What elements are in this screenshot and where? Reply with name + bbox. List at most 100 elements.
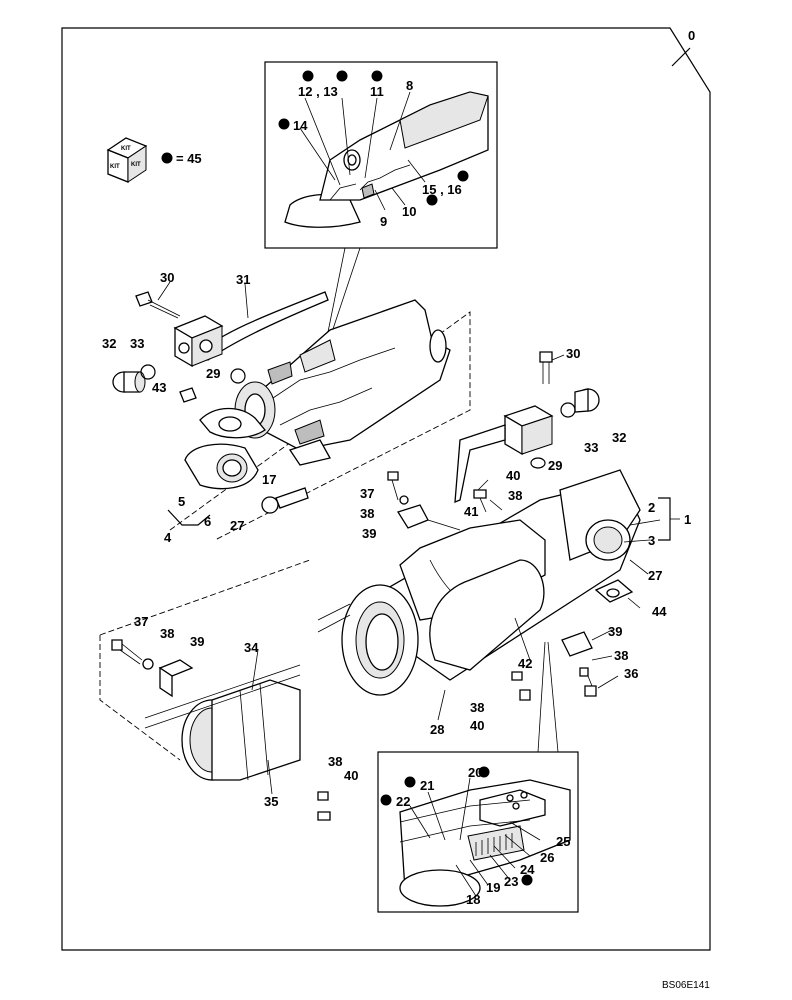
bolt-37-left xyxy=(111,639,154,670)
part-label-27-right: 27 xyxy=(648,568,662,583)
part-label-33-right: 33 xyxy=(584,440,598,455)
kit-dot-11 xyxy=(371,70,383,82)
part-label-41: 41 xyxy=(464,504,478,519)
plug-32-left xyxy=(112,371,146,393)
part-label-8: 8 xyxy=(406,78,413,93)
clamp-44 xyxy=(594,579,634,603)
part-label-5: 5 xyxy=(178,494,185,509)
part-label-1: 1 xyxy=(684,512,691,527)
part-label-23: 23 xyxy=(504,874,518,889)
bolt-36 xyxy=(579,667,597,697)
part-label-40-lower: 40 xyxy=(470,718,484,733)
part-label-38-middle: 38 xyxy=(360,506,374,521)
kit-dot-12 xyxy=(302,70,314,82)
rod-end-block-left xyxy=(173,315,224,368)
upper-detail-piston xyxy=(284,91,489,228)
svg-text:KIT: KIT xyxy=(131,162,141,168)
o-ring-29-left xyxy=(230,368,246,384)
part-label-19: 19 xyxy=(486,880,500,895)
detail-box-upper xyxy=(264,61,498,249)
part-label-36: 36 xyxy=(624,666,638,681)
part-label-32-right: 32 xyxy=(612,430,626,445)
plug-32-right xyxy=(574,388,600,413)
part-label-12-13: 12 , 13 xyxy=(298,84,338,99)
part-label-43: 43 xyxy=(152,380,166,395)
bolt-30-left xyxy=(135,291,181,319)
kit-legend-text: = 45 xyxy=(176,151,202,166)
part-label-14: 14 xyxy=(293,118,308,133)
part-label-0: 0 xyxy=(688,28,695,43)
part-label-21: 21 xyxy=(420,778,434,793)
kit-dot-22 xyxy=(380,794,392,806)
part-label-37-middle: 37 xyxy=(360,486,374,501)
part-label-38-bottom: 38 xyxy=(328,754,342,769)
bracket-1 xyxy=(658,497,671,541)
kit-dot-13 xyxy=(336,70,348,82)
part-label-40-middle: 40 xyxy=(506,468,520,483)
lower-assembly-outline xyxy=(99,559,311,761)
part-label-3: 3 xyxy=(648,533,655,548)
part-label-18: 18 xyxy=(466,892,480,907)
part-label-30-left: 30 xyxy=(160,270,174,285)
cylinder-tube xyxy=(317,469,641,696)
part-label-38-lower: 38 xyxy=(470,700,484,715)
kit-dot-14 xyxy=(278,118,290,130)
kit-dot-10 xyxy=(426,194,438,206)
part-label-38-right: 38 xyxy=(614,648,628,663)
part-label-38-middle-right: 38 xyxy=(508,488,522,503)
bracket-39-right xyxy=(561,631,593,657)
part-label-44: 44 xyxy=(652,604,667,619)
kit-dot-23 xyxy=(521,874,533,886)
part-label-28: 28 xyxy=(430,722,444,737)
part-label-20: 20 xyxy=(468,765,482,780)
part-label-27-left: 27 xyxy=(230,518,244,533)
part-label-39-left: 39 xyxy=(190,634,204,649)
part-label-42: 42 xyxy=(518,656,532,671)
part-label-10: 10 xyxy=(402,204,416,219)
part-label-4: 4 xyxy=(164,530,172,545)
bracket-4 xyxy=(167,509,211,526)
small-bolt-lower xyxy=(317,791,331,821)
part-label-32-left: 32 xyxy=(102,336,116,351)
kit-dot-16 xyxy=(457,170,469,182)
part-label-34: 34 xyxy=(244,640,259,655)
svg-text:KIT: KIT xyxy=(110,164,120,170)
kit-dot-21 xyxy=(404,776,416,788)
bolt-17 xyxy=(261,487,309,514)
o-ring-33-left xyxy=(140,364,156,380)
bracket-39-left xyxy=(158,659,194,698)
part-0-leader xyxy=(671,47,691,67)
part-label-11: 11 xyxy=(370,84,384,99)
lower-detail-tube xyxy=(399,779,571,907)
part-label-2: 2 xyxy=(648,500,655,515)
bolt-40-lower xyxy=(511,671,531,701)
part-label-25: 25 xyxy=(556,834,570,849)
tube-block-right xyxy=(454,405,554,503)
part-label-17: 17 xyxy=(262,472,276,487)
part-label-29-right: 29 xyxy=(548,458,562,473)
drawing-frame xyxy=(61,27,711,951)
part-label-15-16: 15 , 16 xyxy=(422,182,462,197)
part-label-33-left: 33 xyxy=(130,336,144,351)
part-label-26: 26 xyxy=(540,850,554,865)
part-label-40-bottom: 40 xyxy=(344,768,358,783)
o-ring-29-right xyxy=(530,457,546,469)
part-label-29-left: 29 xyxy=(206,366,220,381)
part-label-39-right: 39 xyxy=(608,624,622,639)
tube-clamp-34 xyxy=(144,664,301,781)
svg-text:KIT: KIT xyxy=(121,146,131,152)
part-label-6: 6 xyxy=(204,514,211,529)
part-label-31: 31 xyxy=(236,272,250,287)
kit-dot-20 xyxy=(478,766,490,778)
bolt-30-right xyxy=(539,351,553,384)
part-label-35: 35 xyxy=(264,794,278,809)
kit-icon: KIT KIT KIT xyxy=(106,137,148,183)
fitting-43 xyxy=(179,387,197,403)
drawing-code: BS06E141 xyxy=(662,980,710,991)
part-label-39-middle: 39 xyxy=(362,526,376,541)
part-label-9: 9 xyxy=(380,214,387,229)
part-label-30-right: 30 xyxy=(566,346,580,361)
piston-rod xyxy=(199,291,451,466)
part-label-22: 22 xyxy=(396,794,410,809)
